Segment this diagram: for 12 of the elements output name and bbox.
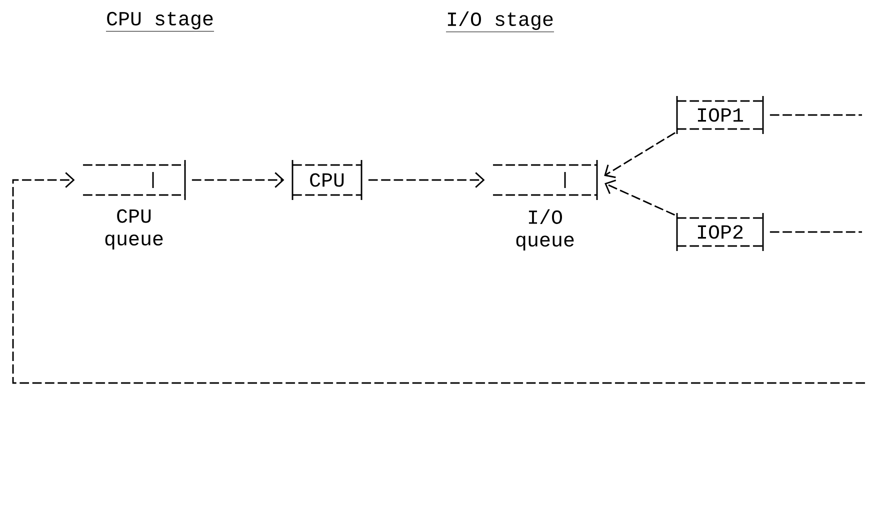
stage-heading: I/O stage [446, 11, 554, 32]
arrow [12, 172, 865, 384]
queue-box: CPU queue [83, 160, 186, 250]
arrow [604, 132, 676, 178]
arrow [192, 172, 284, 188]
stage-heading: CPU stage [106, 12, 214, 32]
arrow [604, 180, 676, 216]
process-box: CPU [292, 160, 362, 200]
arrow [368, 172, 485, 188]
queue-box: I/O queue [493, 160, 598, 251]
process-box: IOP2 [676, 213, 764, 251]
process-box: IOP1 [676, 96, 764, 134]
